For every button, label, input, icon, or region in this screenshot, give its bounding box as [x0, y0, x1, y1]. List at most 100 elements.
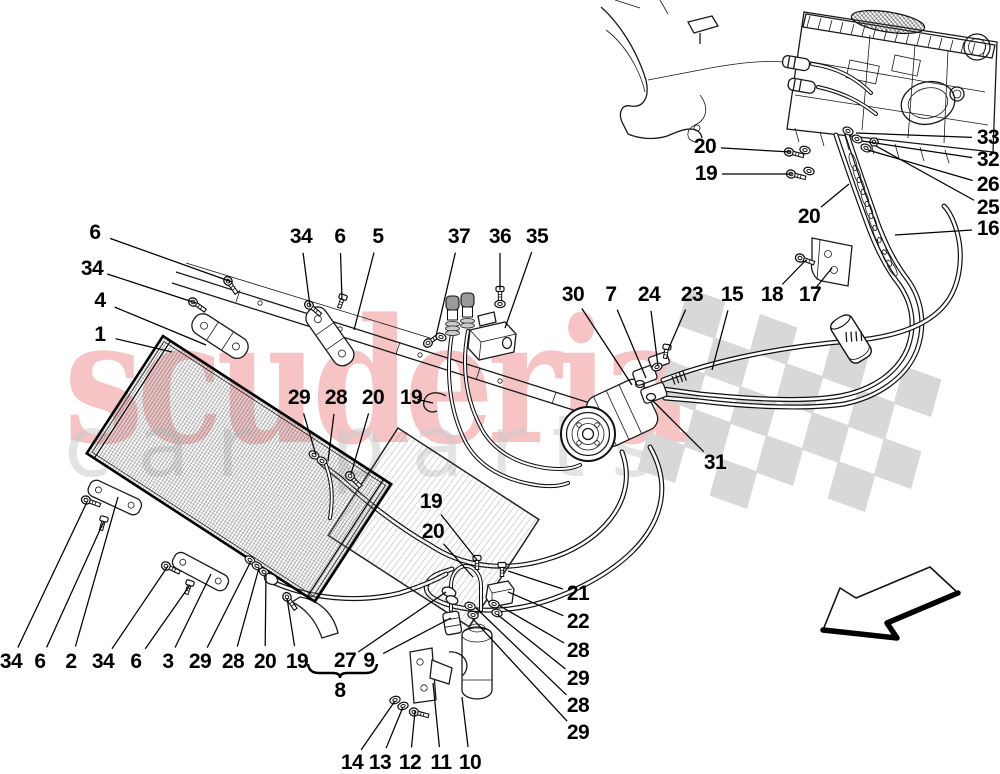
callout-19: 19	[694, 162, 718, 185]
callout-17: 17	[798, 283, 822, 306]
callout-29: 29	[566, 721, 590, 744]
leader-35	[504, 251, 533, 329]
callout-28: 28	[566, 694, 590, 717]
callout-20: 20	[253, 650, 277, 673]
callout-8: 8	[334, 679, 346, 702]
callout-29: 29	[566, 667, 590, 690]
callout-4: 4	[94, 289, 106, 312]
leader-6	[109, 237, 233, 283]
callout-31: 31	[703, 451, 727, 474]
callout-34: 34	[91, 650, 115, 673]
leader-3	[174, 573, 212, 648]
leader-1	[115, 338, 173, 353]
callout-34: 34	[289, 225, 313, 248]
leader-5	[353, 252, 375, 331]
callout-16: 16	[976, 217, 1000, 240]
leader-34	[111, 565, 169, 650]
leader-23	[667, 309, 687, 351]
callout-21: 21	[566, 582, 590, 605]
callout-28: 28	[566, 639, 590, 662]
callout-6: 6	[130, 650, 142, 673]
leader-34	[17, 501, 88, 648]
leader-13	[385, 706, 404, 749]
callout-1: 1	[94, 323, 106, 346]
leader-30	[581, 308, 633, 386]
leader-29	[302, 413, 317, 456]
callout-5: 5	[372, 225, 384, 248]
leader-20	[350, 413, 370, 475]
leader-16	[894, 229, 973, 236]
condenser-drawing	[79, 274, 447, 613]
leader-10	[461, 696, 469, 748]
leader-26	[867, 149, 973, 182]
callout-11: 11	[430, 751, 452, 774]
pressure-sensor	[442, 610, 463, 636]
evaporator-assembly-drawing	[781, 9, 998, 164]
callout-13: 13	[368, 751, 392, 774]
callout-19: 19	[285, 650, 309, 673]
callout-18: 18	[760, 283, 784, 306]
callout-26: 26	[976, 173, 1000, 196]
callout-28: 28	[324, 386, 348, 409]
leader-25	[875, 145, 975, 201]
leader-34	[302, 252, 311, 307]
callout-10: 10	[458, 751, 482, 774]
callout-19: 19	[419, 490, 443, 513]
leader-24	[650, 310, 659, 367]
callout-23: 23	[680, 283, 704, 306]
callout-15: 15	[720, 283, 744, 306]
leader-20	[443, 543, 474, 578]
leader-28	[499, 605, 565, 644]
leader-29	[497, 614, 566, 670]
drier-cylinder	[461, 623, 493, 700]
leader-19	[286, 597, 296, 647]
leader-28	[475, 607, 567, 696]
callout-7: 7	[605, 283, 617, 306]
callout-12: 12	[398, 751, 422, 774]
callout-36: 36	[488, 225, 512, 248]
callout-9: 9	[363, 649, 375, 672]
leader-33	[855, 132, 973, 139]
callout-34: 34	[80, 257, 104, 280]
leader-37	[435, 252, 456, 337]
leader-22	[507, 591, 564, 617]
checkered-flag-pattern	[637, 288, 942, 512]
callout-22: 22	[566, 610, 590, 633]
callout-29: 29	[287, 386, 311, 409]
callout-33: 33	[976, 126, 1000, 149]
direction-arrow	[820, 566, 961, 641]
leader-28	[236, 567, 260, 647]
leader-4	[114, 306, 207, 346]
drier-bracket	[409, 647, 468, 704]
leader-21	[507, 570, 563, 590]
leader-6	[46, 520, 105, 648]
receiver-drier-drawing	[388, 554, 515, 721]
callout-27: 27	[333, 649, 357, 672]
mounting-bracket-bottom-right	[171, 551, 230, 592]
callout-35: 35	[525, 225, 549, 248]
callout-24: 24	[637, 283, 661, 306]
leader-29	[471, 617, 568, 722]
mounting-bracket-top-left	[191, 313, 249, 360]
leader-15	[711, 310, 729, 371]
callout-3: 3	[162, 650, 174, 673]
leader-11	[432, 682, 441, 748]
leader-14	[360, 700, 396, 751]
leader-34	[107, 273, 197, 304]
leader-6	[339, 252, 343, 301]
leader-28	[327, 413, 335, 462]
callout-28: 28	[221, 650, 245, 673]
leader-29	[206, 560, 252, 648]
leader-19	[417, 398, 434, 404]
callout-6: 6	[34, 650, 46, 673]
callout-25: 25	[976, 196, 1000, 219]
leader-6	[144, 584, 191, 650]
compressor-drawing	[560, 343, 672, 462]
callout-34: 34	[0, 650, 23, 673]
leader-20	[720, 147, 792, 153]
panel-end-flap	[290, 596, 339, 639]
support-bracket-17	[793, 237, 853, 287]
callout-14: 14	[340, 751, 364, 774]
